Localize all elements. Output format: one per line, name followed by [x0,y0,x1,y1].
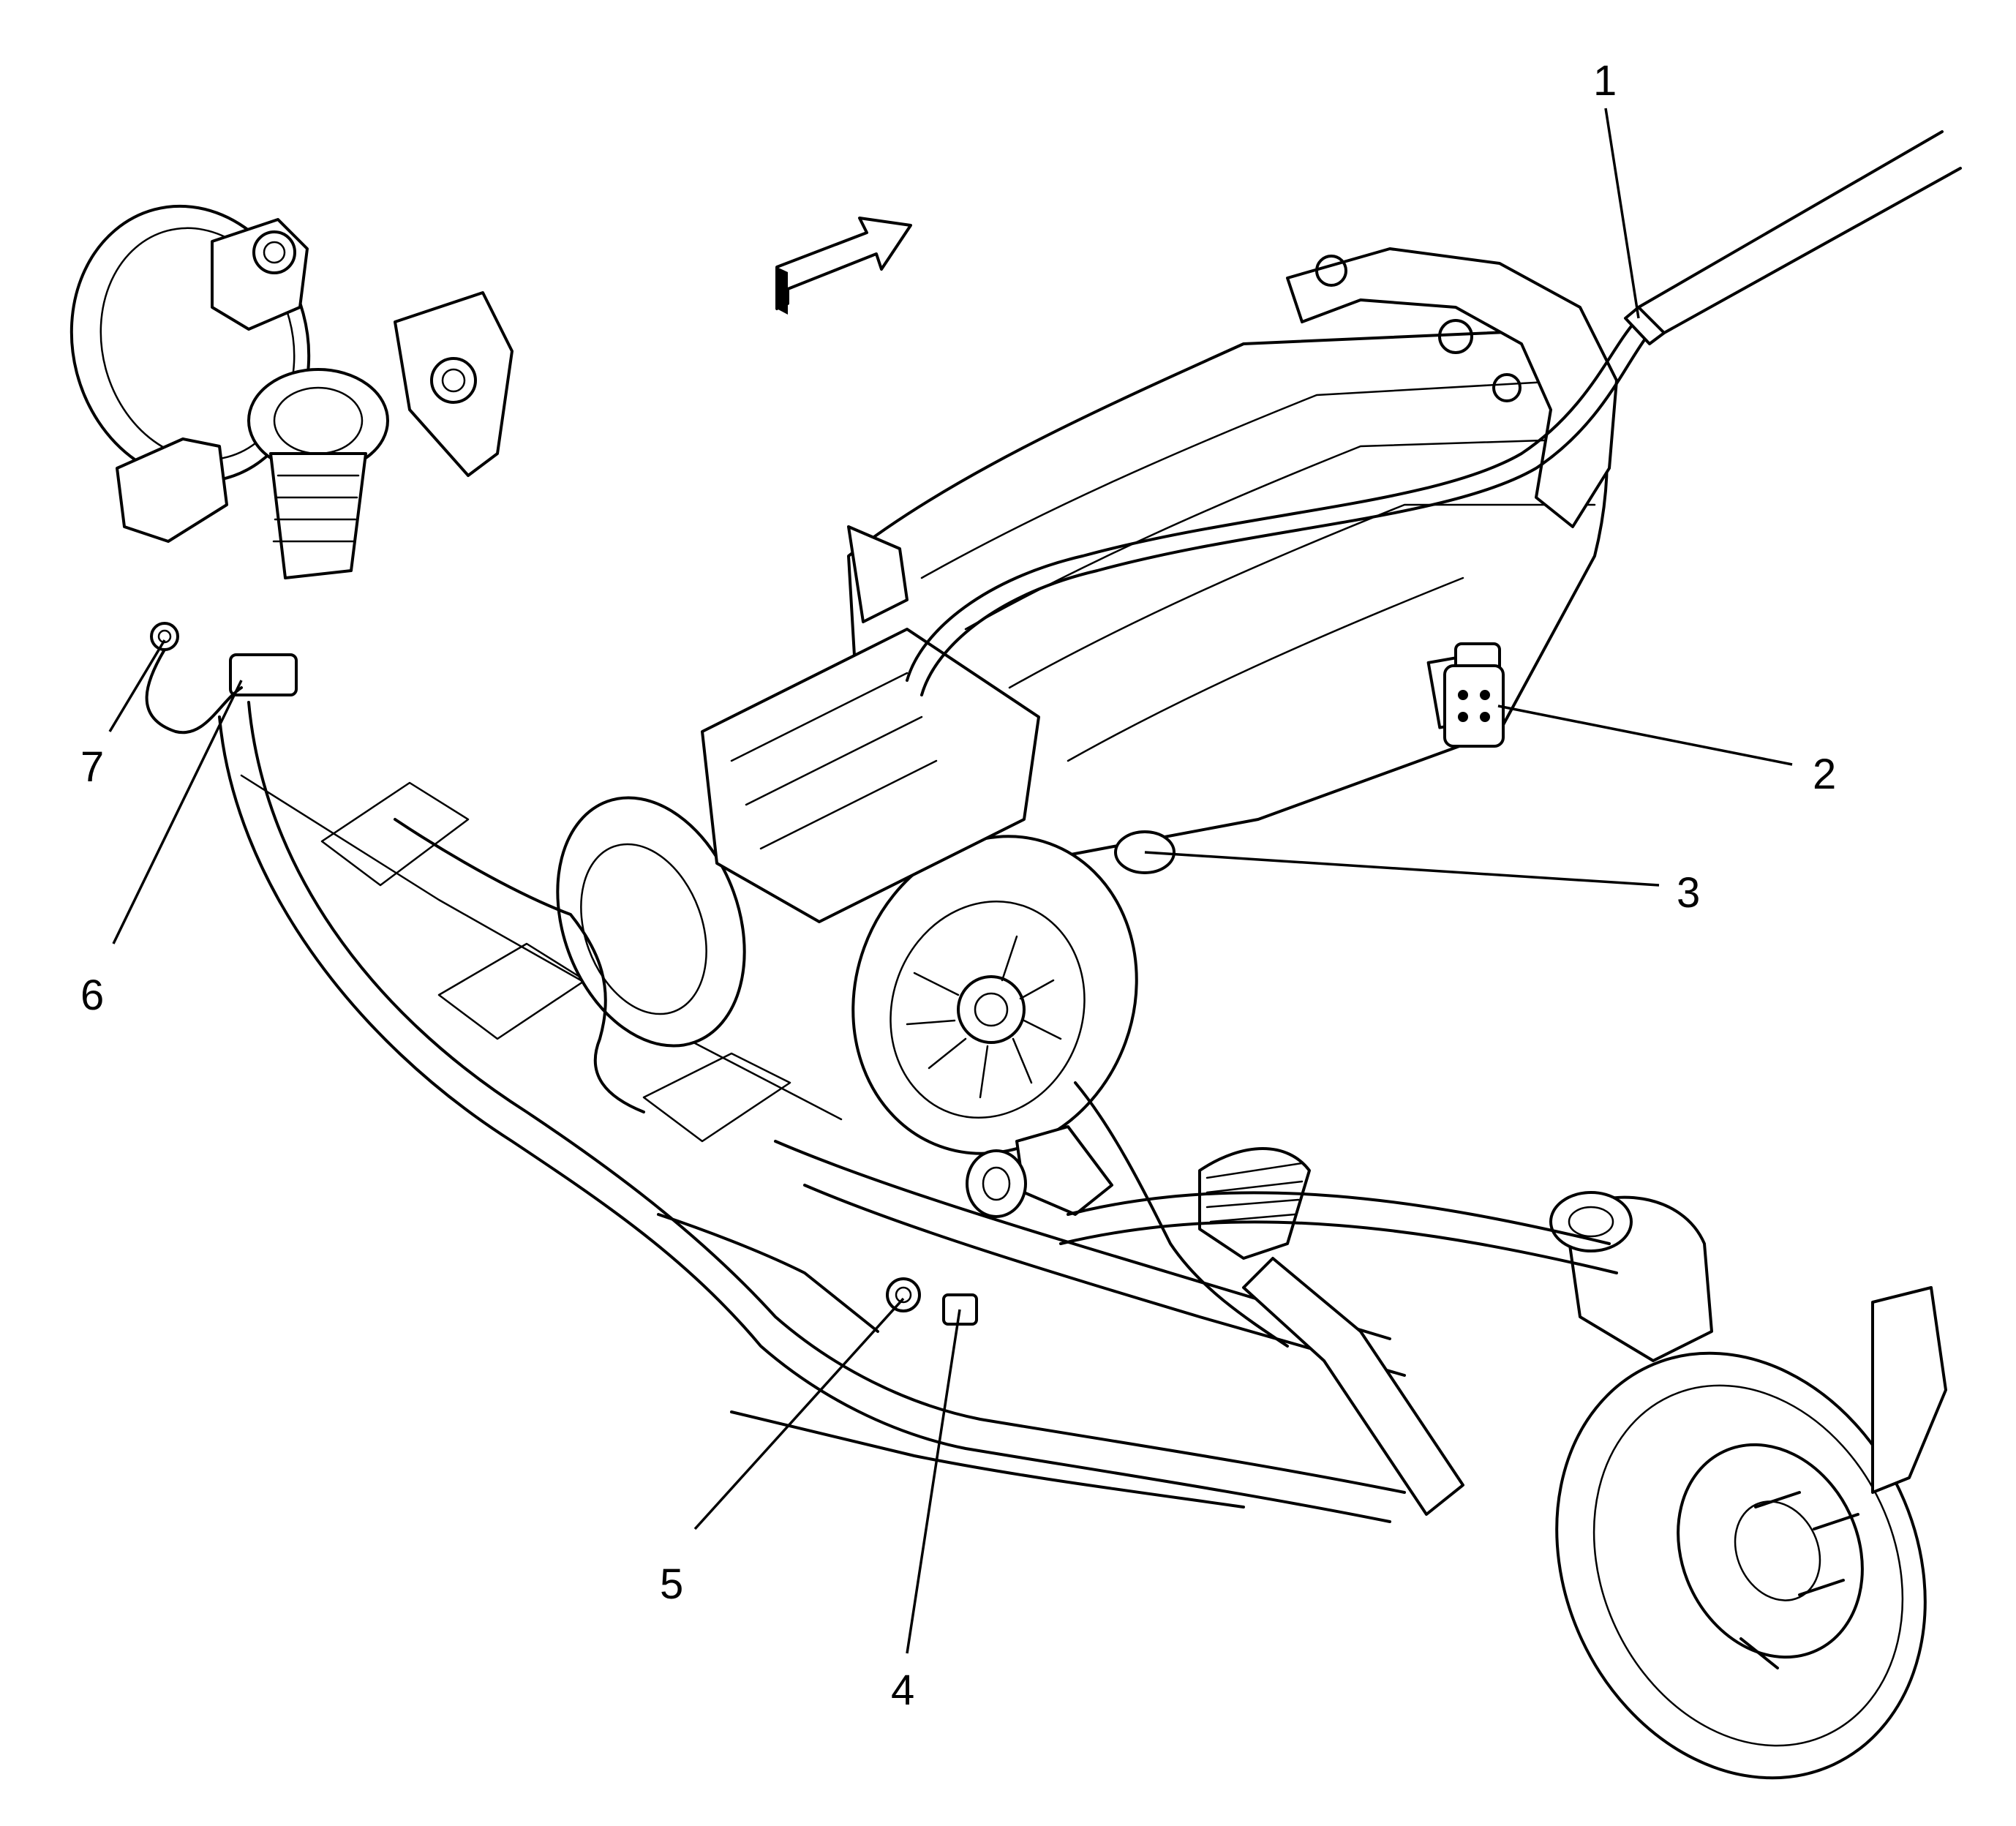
leader-5 [693,1297,905,1530]
callout-leaders [108,108,1793,1654]
callout-3: 3 [1677,869,1700,917]
leader-1 [1604,108,1640,319]
right-wheel-assembly [966,1125,1947,1780]
leader-2 [1497,705,1793,766]
subframe [218,701,1406,1523]
leader-6 [112,680,243,944]
callout-2: 2 [1813,751,1836,798]
callout-labels: 1 2 3 4 5 6 7 [80,57,1836,1714]
right-grommet [886,1277,921,1312]
callout-7: 7 [80,743,104,791]
callout-4: 4 [891,1667,914,1714]
right-connector [942,1293,978,1326]
leader-3 [1144,851,1660,887]
wiring-harness [394,130,1962,1348]
transmission-connector [1443,664,1505,748]
callout-5: 5 [660,1560,683,1608]
callout-6: 6 [80,972,104,1019]
left-connector [229,653,298,696]
left-grommet [150,622,179,651]
front-direction-arrow-icon [775,217,912,315]
left-wheel-assembly [69,204,514,579]
leader-7 [108,639,166,732]
callout-1: 1 [1593,57,1617,105]
leader-4 [906,1309,961,1654]
differential-assembly [556,525,1138,1155]
